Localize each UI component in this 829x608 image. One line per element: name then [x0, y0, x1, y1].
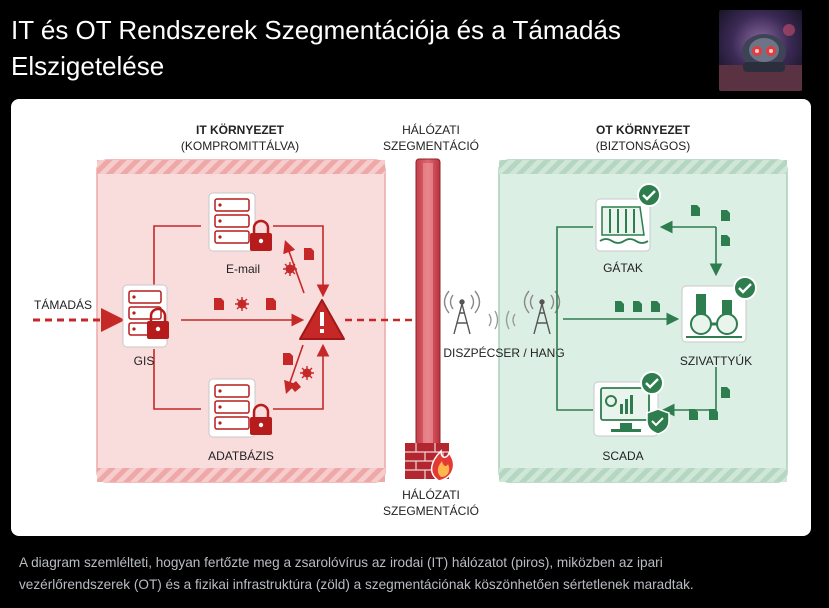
database-lock-icon	[250, 403, 272, 435]
scada-check-icon	[640, 371, 664, 395]
scada-monitor-icon	[593, 381, 659, 437]
it-zone-title: IT KÖRNYEZET	[196, 122, 285, 137]
dams-label: GÁTAK	[603, 260, 643, 275]
ot-zone	[498, 159, 788, 483]
segmentation-wall	[415, 158, 441, 460]
infected-file-icon	[214, 248, 314, 392]
email-lock-icon	[250, 219, 272, 251]
caption: A diagram szemlélteti, hogyan fertőzte m…	[19, 552, 809, 596]
diagram-card: IT KÖRNYEZET (KOMPROMITTÁLVA) OT KÖRNYEZ…	[11, 99, 811, 536]
dams-check-icon	[637, 183, 661, 207]
virus-icon	[235, 262, 314, 380]
ot-links	[556, 220, 723, 417]
email-label: E-mail	[226, 262, 260, 276]
caption-line-2: vezérlőrendszerek (OT) és a fizikai infr…	[19, 577, 694, 592]
gis-label: GIS	[134, 354, 155, 368]
email-server-icon	[208, 192, 256, 252]
it-zone	[96, 159, 386, 483]
attack-label: TÁMADÁS	[34, 297, 92, 312]
firewall-icon	[405, 443, 455, 482]
segmentation-label-bottom-line2: SZEGMENTÁCIÓ	[383, 503, 479, 518]
pump-icon	[681, 285, 747, 343]
dam-icon	[595, 198, 651, 252]
segmentation-label-bottom-line1: HÁLÓZATI	[402, 487, 460, 502]
scada-shield-icon	[646, 408, 670, 435]
scada-label: SCADA	[602, 449, 643, 463]
it-links	[153, 225, 330, 410]
ot-zone-title: OT KÖRNYEZET	[596, 122, 691, 137]
segmentation-label-top-line2: SZEGMENTÁCIÓ	[383, 138, 479, 153]
data-file-icon	[615, 205, 730, 420]
radio-tower-right-icon	[523, 290, 561, 335]
segmentation-label-top-line1: HÁLÓZATI	[402, 122, 460, 137]
robot-thumbnail-image	[719, 10, 802, 91]
page-title: IT és OT Rendszerek Szegmentációja és a …	[11, 15, 621, 81]
warning-icon	[299, 299, 345, 340]
database-server-icon	[208, 378, 256, 438]
it-zone-subtitle: (KOMPROMITTÁLVA)	[181, 138, 299, 153]
gis-lock-icon	[147, 307, 169, 339]
dispatcher-label: DISZPÉCSER / HANG	[443, 345, 564, 360]
segmentation-diagram: IT KÖRNYEZET (KOMPROMITTÁLVA) OT KÖRNYEZ…	[33, 122, 788, 518]
pumps-label: SZIVATTYÚK	[680, 353, 752, 368]
radio-tower-left-icon	[443, 290, 481, 335]
signal-waves	[488, 310, 516, 330]
ot-zone-subtitle: (BIZTONSÁGOS)	[596, 138, 690, 153]
database-label: ADATBÁZIS	[208, 448, 274, 463]
caption-line-1: A diagram szemlélteti, hogyan fertőzte m…	[19, 555, 663, 570]
pumps-check-icon	[733, 276, 757, 300]
